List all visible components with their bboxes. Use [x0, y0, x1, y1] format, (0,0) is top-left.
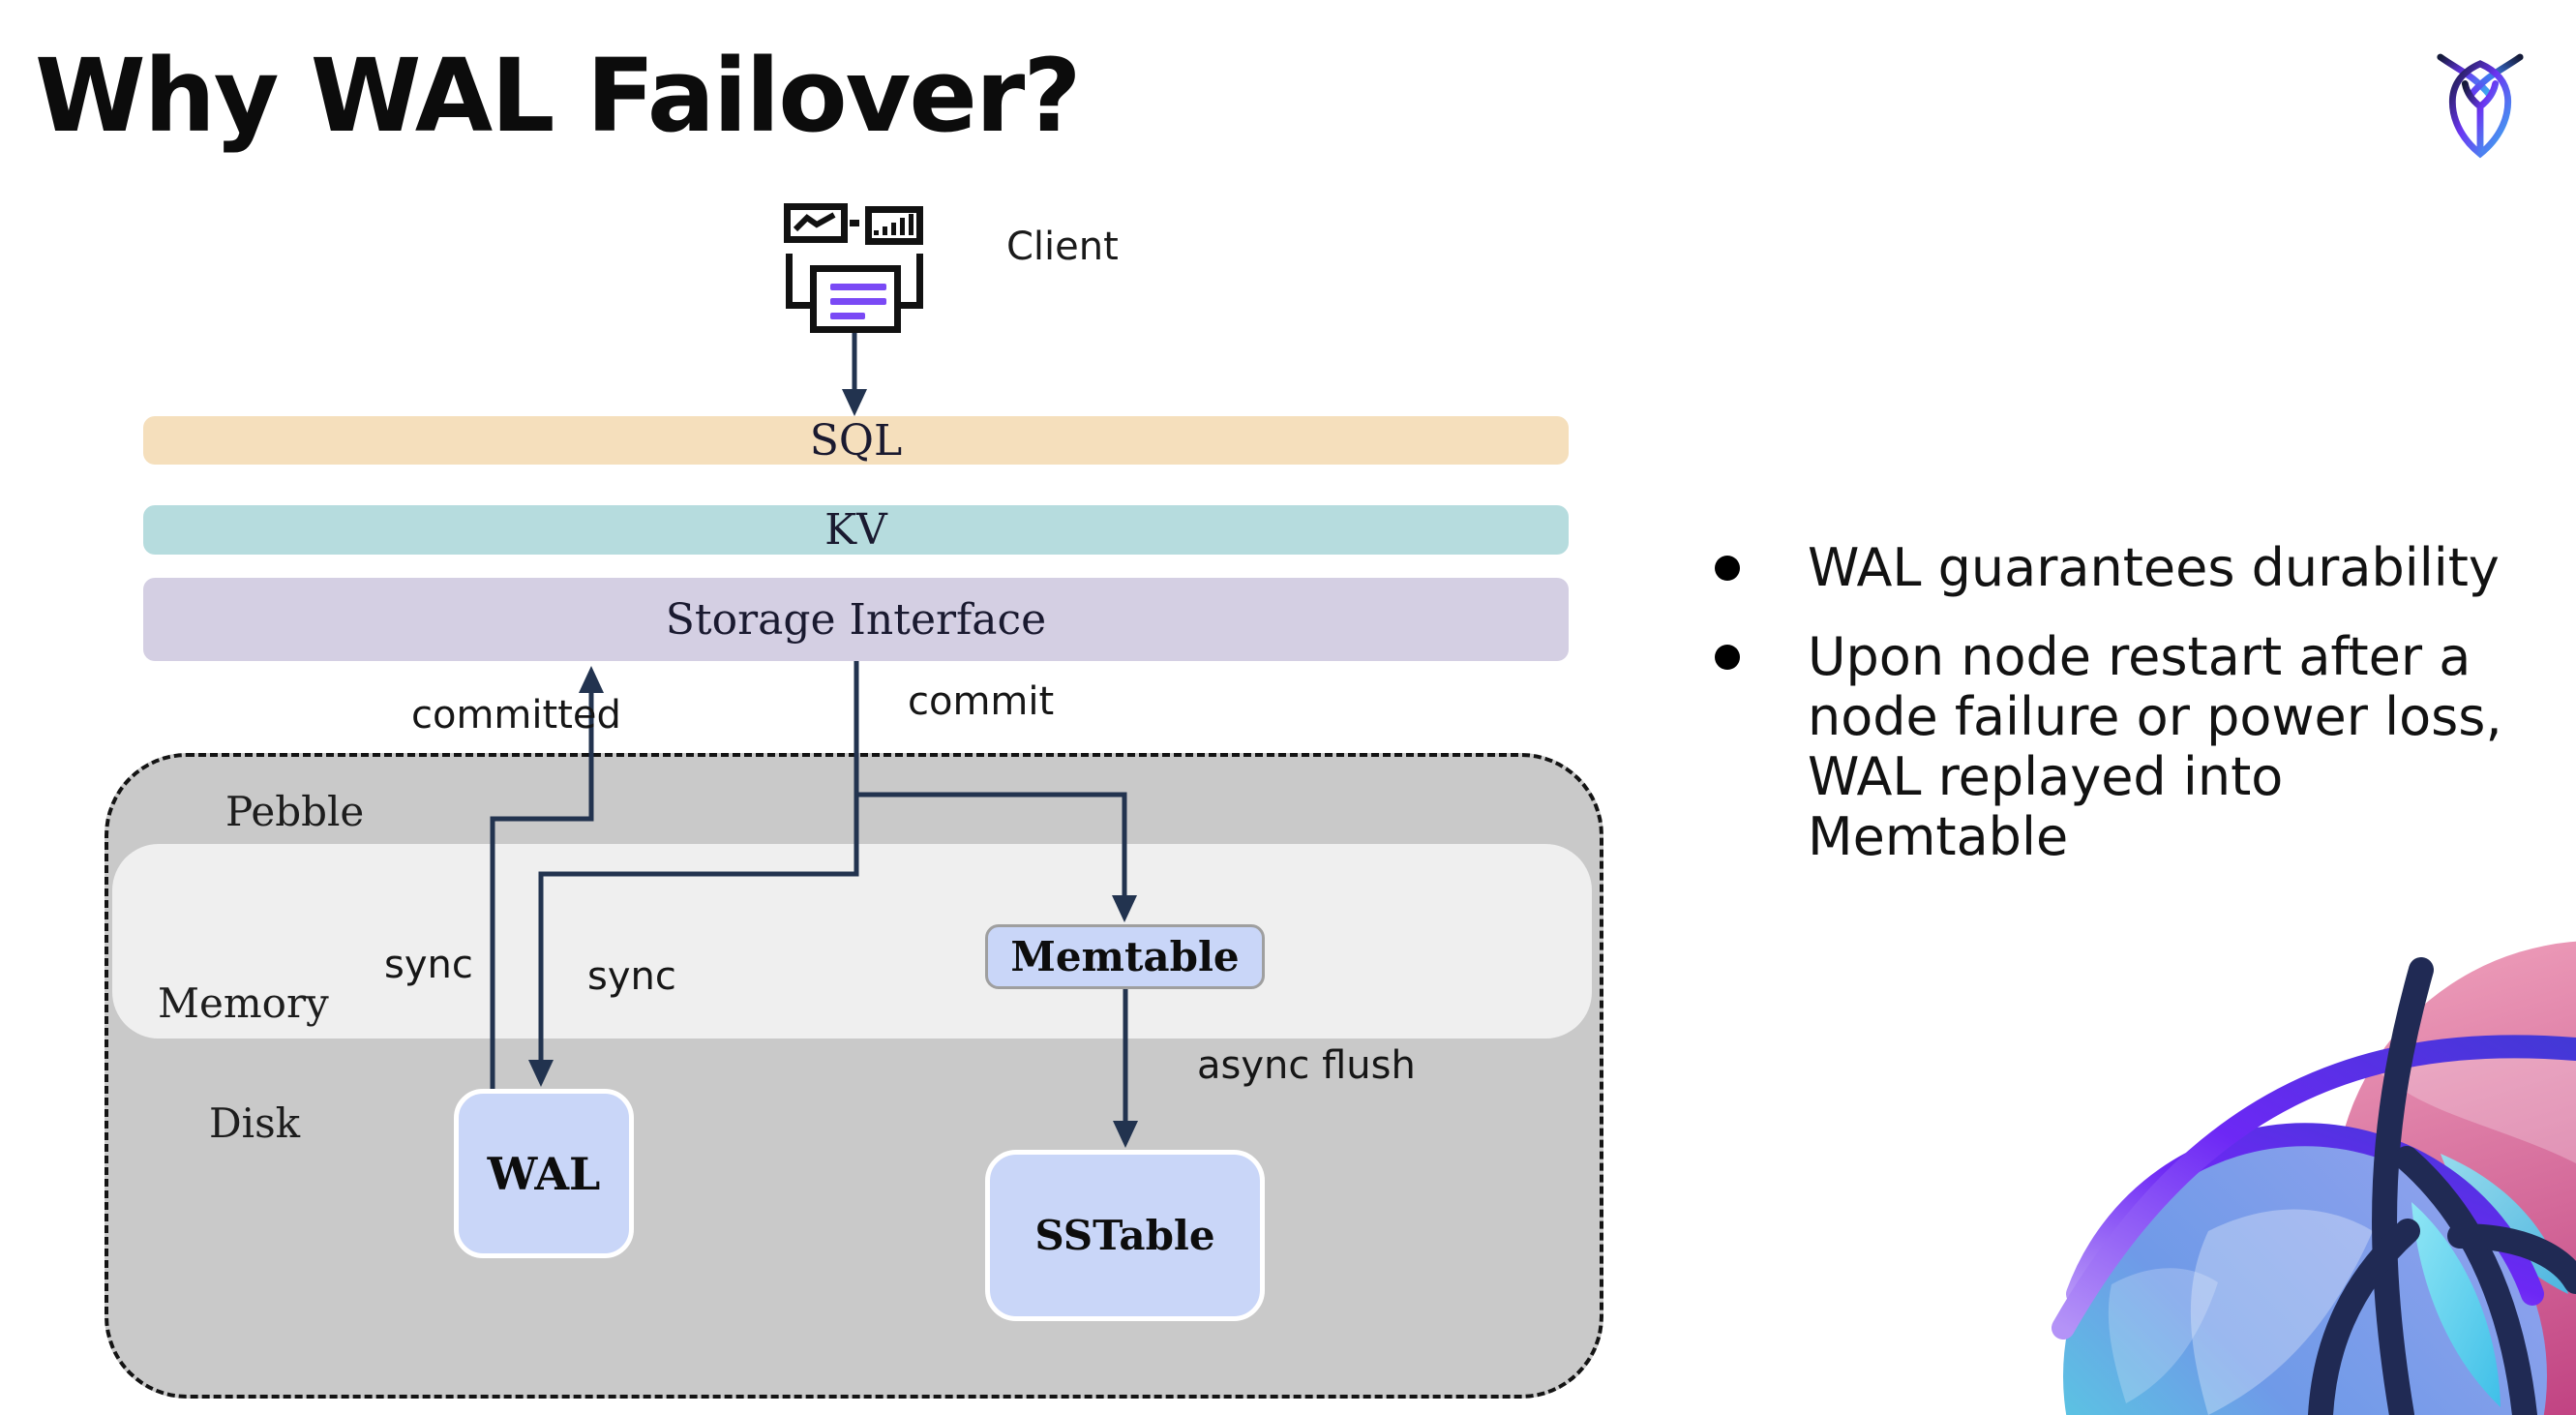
commit-label: commit: [908, 679, 1055, 724]
memory-label: Memory: [158, 979, 329, 1027]
bar-chart-icon: [865, 206, 923, 245]
wal-box: WAL: [454, 1089, 634, 1258]
bracket-left-icon: [786, 254, 815, 309]
dash-connector: [850, 220, 859, 226]
bullet-line: Upon node restart after a: [1808, 626, 2471, 687]
storage-interface-bar: Storage Interface: [143, 578, 1569, 661]
wal-box-label: WAL: [487, 1147, 601, 1200]
bullet-text: Upon node restart after a node failure o…: [1808, 627, 2514, 867]
memtable-box: Memtable: [985, 924, 1265, 989]
sql-layer-bar: SQL: [143, 415, 1569, 466]
kv-layer-bar: KV: [143, 505, 1569, 555]
cockroachdb-logo-icon: [2437, 53, 2524, 159]
sstable-box: SSTable: [985, 1150, 1265, 1321]
bullet-line: node failure or power loss,: [1808, 686, 2502, 747]
bullet-text: WAL guarantees durability: [1808, 537, 2500, 598]
bullet-item: WAL guarantees durability: [1701, 538, 2514, 598]
bracket-right-icon: [894, 254, 923, 309]
async-flush-label: async flush: [1197, 1043, 1416, 1088]
sync-right-label: sync: [587, 954, 676, 999]
arrowhead-sql: [842, 389, 867, 416]
page-title: Why WAL Failover?: [35, 37, 1082, 155]
bullet-item: Upon node restart after a node failure o…: [1701, 627, 2514, 867]
bullet-list: WAL guarantees durability Upon node rest…: [1701, 538, 2514, 867]
arrowhead-committed: [579, 666, 604, 693]
memory-band: [112, 844, 1592, 1039]
sync-left-label: sync: [384, 943, 473, 987]
bullet-dot: [1715, 645, 1740, 670]
pebble-label: Pebble: [225, 788, 365, 835]
kv-layer-label: KV: [824, 505, 887, 555]
brand-corner-art: [2052, 941, 2576, 1415]
disk-label: Disk: [209, 1099, 301, 1147]
committed-label: committed: [411, 693, 621, 738]
sql-layer-label: SQL: [809, 415, 903, 466]
bullet-dot: [1715, 556, 1740, 581]
memtable-box-label: Memtable: [1010, 933, 1240, 980]
storage-interface-label: Storage Interface: [665, 594, 1047, 645]
bullet-line: WAL replayed into Memtable: [1808, 746, 2284, 867]
line-chart-icon: [784, 203, 848, 243]
document-icon: [810, 265, 901, 333]
client-label: Client: [1006, 225, 1119, 269]
sstable-box-label: SSTable: [1034, 1212, 1215, 1259]
